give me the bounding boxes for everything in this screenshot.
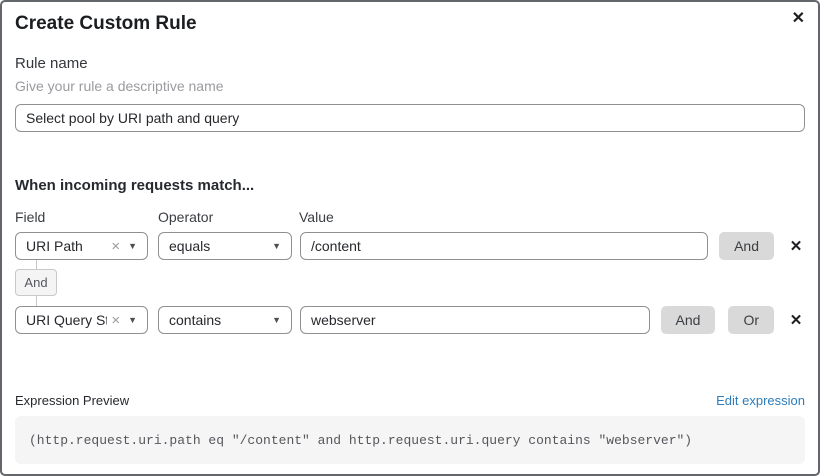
field-select-2-value: URI Query St... xyxy=(26,312,107,328)
field-select-1-value: URI Path xyxy=(26,238,83,254)
dialog-title: Create Custom Rule xyxy=(15,13,197,34)
close-icon: ✕ xyxy=(791,10,805,27)
chevron-down-icon: ▼ xyxy=(272,240,281,251)
or-button-row-2[interactable]: Or xyxy=(728,306,774,334)
field-column-label: Field xyxy=(15,209,46,225)
chevron-down-icon: ▼ xyxy=(272,314,281,325)
condition-row-1: URI Path × ▼ equals ▼ And ✕ xyxy=(15,232,805,260)
field-select-1[interactable]: URI Path × ▼ xyxy=(15,232,148,260)
condition-row-2: URI Query St... × ▼ contains ▼ And Or ✕ xyxy=(15,306,805,334)
operator-select-2[interactable]: contains ▼ xyxy=(158,306,292,334)
rule-name-input[interactable] xyxy=(15,104,805,132)
chevron-down-icon: ▼ xyxy=(128,314,137,325)
expression-code-block: (http.request.uri.path eq "/content" and… xyxy=(15,416,805,464)
connector-line xyxy=(35,260,37,269)
delete-row-icon: ✕ xyxy=(789,311,803,329)
connector-and-badge: And xyxy=(15,269,57,296)
and-button-row-1[interactable]: And xyxy=(719,232,774,260)
expression-preview-label: Expression Preview xyxy=(15,393,130,408)
column-labels: Field Operator Value xyxy=(15,210,805,225)
operator-select-1[interactable]: equals ▼ xyxy=(158,232,292,260)
expression-preview-header: Expression Preview Edit expression xyxy=(15,393,805,408)
operator-column-label: Operator xyxy=(158,209,214,225)
operator-select-1-value: equals xyxy=(169,238,211,254)
delete-row-1-button[interactable]: ✕ xyxy=(787,239,805,254)
delete-row-2-button[interactable]: ✕ xyxy=(787,313,805,328)
clear-icon[interactable]: × xyxy=(111,311,121,329)
delete-row-icon: ✕ xyxy=(789,237,803,255)
edit-expression-link[interactable]: Edit expression xyxy=(716,393,805,408)
field-select-2[interactable]: URI Query St... × ▼ xyxy=(15,306,148,334)
value-input-2[interactable] xyxy=(300,306,650,334)
expression-code: (http.request.uri.path eq "/content" and… xyxy=(29,432,693,448)
close-button[interactable]: ✕ xyxy=(790,9,807,29)
and-button-row-2[interactable]: And xyxy=(660,306,716,334)
operator-select-2-value: contains xyxy=(169,312,222,328)
match-heading: When incoming requests match... xyxy=(15,177,255,194)
value-input-1[interactable] xyxy=(300,232,709,260)
connector-line xyxy=(35,296,37,306)
rule-name-hint: Give your rule a descriptive name xyxy=(15,78,224,94)
rule-name-label: Rule name xyxy=(15,55,88,72)
clear-icon[interactable]: × xyxy=(111,237,121,255)
chevron-down-icon: ▼ xyxy=(128,240,137,251)
value-column-label: Value xyxy=(299,209,334,225)
row-connector: And xyxy=(15,260,57,306)
